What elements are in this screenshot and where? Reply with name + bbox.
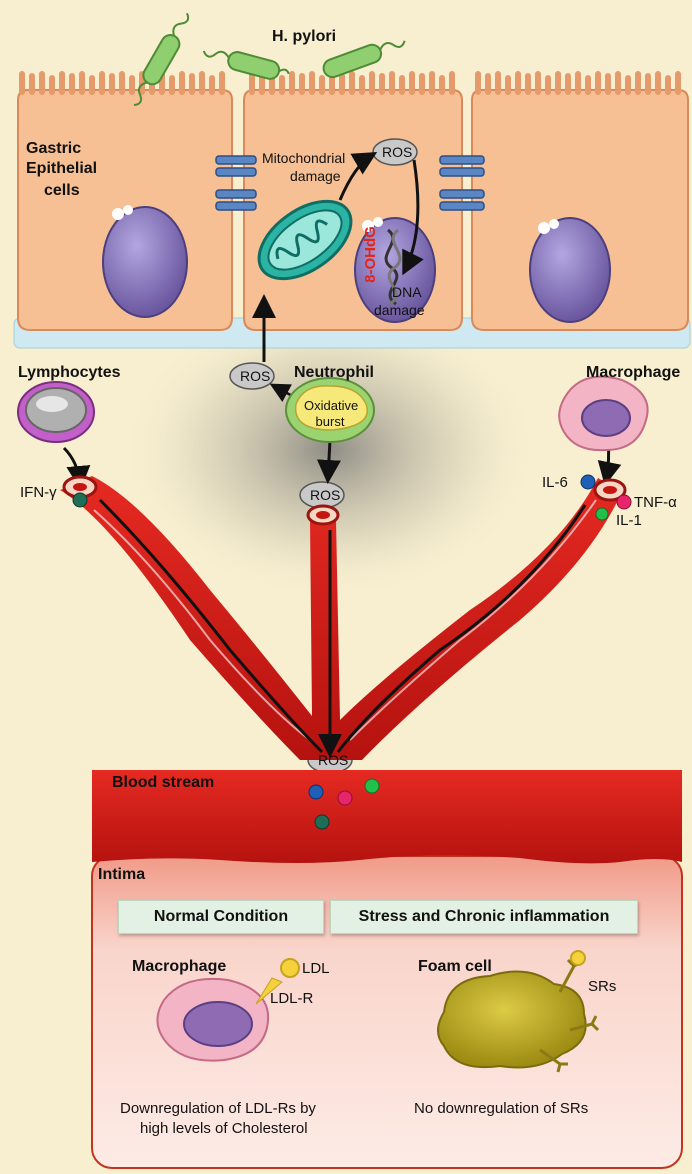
arrow-ros-to-dna bbox=[402, 159, 424, 276]
blood-stream-label: Blood stream bbox=[112, 774, 215, 791]
gastric-label-line1: Gastric bbox=[26, 140, 82, 157]
mito-label-line1: Mitochondrial bbox=[262, 150, 346, 166]
caption-left-line1: Downregulation of LDL-Rs by bbox=[120, 1100, 316, 1117]
arrow-mito-to-ros bbox=[338, 151, 378, 201]
nucleus-icon bbox=[102, 206, 188, 318]
macrophage-icon bbox=[558, 375, 649, 452]
cytokine-dot-icon bbox=[337, 790, 353, 806]
epithelial-cell-left bbox=[17, 71, 233, 331]
tnf-alpha-label: TNF-α bbox=[634, 494, 677, 511]
intima-label: Intima bbox=[98, 866, 146, 883]
oxidative-label-line2: burst bbox=[315, 414, 345, 429]
cytokine-dot-icon bbox=[308, 784, 324, 800]
cytokine-dot-icon bbox=[72, 492, 88, 508]
macrophage-bottom-label: Macrophage bbox=[132, 958, 227, 975]
srs-label: SRs bbox=[588, 978, 617, 995]
ros-vessel-label: ROS bbox=[310, 487, 341, 503]
h-pylori-label: H. pylori bbox=[272, 28, 337, 45]
cytokine-dot-icon bbox=[595, 507, 609, 521]
h-pylori-bacterium-icon bbox=[133, 12, 406, 107]
neutrophil-label: Neutrophil bbox=[294, 364, 374, 381]
cytokine-dot-icon bbox=[364, 778, 380, 794]
ros-neutrophil-label: ROS bbox=[240, 368, 271, 384]
il-1-label: IL-1 bbox=[616, 512, 642, 529]
nucleus-icon bbox=[529, 217, 611, 323]
blood-stream bbox=[92, 770, 682, 864]
cytokine-dot-icon bbox=[616, 494, 632, 510]
cytokine-dot-icon bbox=[314, 814, 330, 830]
tight-junction-icon bbox=[215, 155, 485, 211]
8-ohdg-label: 8-OHdG bbox=[361, 226, 379, 283]
ldl-particle-icon bbox=[280, 958, 300, 978]
dna-label-line2: damage bbox=[374, 302, 425, 318]
mitochondrion-icon bbox=[257, 199, 353, 281]
ldl-receptor-icon bbox=[255, 977, 283, 1005]
macrophage-top-label: Macrophage bbox=[586, 364, 681, 381]
epithelial-cell-center bbox=[243, 71, 463, 331]
epithelial-cell-right bbox=[471, 71, 689, 331]
dna-helix-icon bbox=[384, 228, 402, 306]
ifn-gamma-label: IFN-γ bbox=[20, 484, 57, 501]
neutrophil-icon bbox=[285, 377, 375, 443]
foam-cell-label: Foam cell bbox=[418, 958, 492, 975]
caption-right: No downregulation of SRs bbox=[414, 1100, 589, 1117]
ros-blood-label: ROS bbox=[318, 752, 349, 768]
lymphocyte-icon bbox=[17, 381, 95, 443]
ldl-r-label: LDL-R bbox=[270, 990, 314, 1007]
ros-mito-label: ROS bbox=[382, 144, 413, 160]
normal-condition-box: Normal Condition bbox=[118, 900, 324, 934]
il-6-label: IL-6 bbox=[542, 474, 568, 491]
ros-neutrophil-oval bbox=[229, 362, 275, 390]
gastric-label-line3: cells bbox=[44, 182, 80, 199]
oxidative-label-line1: Oxidative bbox=[304, 398, 359, 413]
blood-vessel bbox=[60, 475, 627, 760]
stress-condition-box: Stress and Chronic inflammation bbox=[330, 900, 638, 934]
macrophage-icon bbox=[156, 977, 270, 1062]
dna-label-line1: DNA bbox=[392, 284, 422, 300]
ldl-label: LDL bbox=[302, 960, 330, 977]
foam-cell-icon bbox=[437, 950, 600, 1073]
gastric-label-line2: Epithelial bbox=[26, 160, 98, 177]
caption-left-line2: high levels of Cholesterol bbox=[140, 1120, 308, 1137]
mito-label-line2: damage bbox=[290, 168, 341, 184]
arrow-neutrophil-to-vessel bbox=[316, 439, 341, 484]
lymphocytes-label: Lymphocytes bbox=[18, 364, 121, 381]
cytokine-dot-icon bbox=[580, 474, 596, 490]
